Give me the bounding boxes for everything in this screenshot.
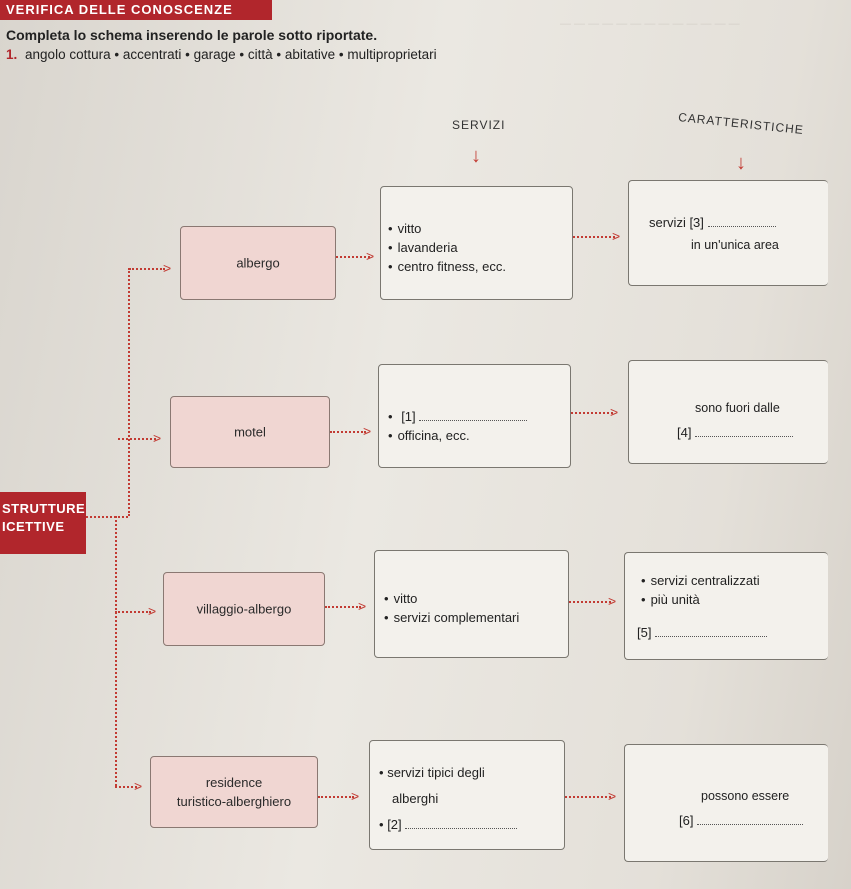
service-text: servizi tipici degli xyxy=(387,765,485,780)
answer-blank xyxy=(695,424,794,437)
answer-blank xyxy=(697,812,804,825)
service-item: vitto xyxy=(388,219,506,238)
feature-item: [4] xyxy=(677,423,794,442)
feature-text: [5] xyxy=(637,625,652,640)
answer-blank xyxy=(419,408,528,421)
services-box-villaggio-albergo: vitto servizi complementari xyxy=(374,550,569,658)
word-bank-line: 1. angolo cottura • accentrati • garage … xyxy=(6,47,437,62)
connector-line xyxy=(118,438,156,440)
type-box-residence: residence turistico-alberghiero xyxy=(150,756,318,828)
connector-line xyxy=(565,796,611,798)
services-list: vitto lavanderia centro fitness, ecc. xyxy=(388,219,506,276)
type-box-motel: motel xyxy=(170,396,330,468)
type-label: villaggio-albergo xyxy=(196,601,292,617)
arrowhead-icon: > xyxy=(608,593,617,609)
connector-line xyxy=(318,796,354,798)
service-item: vitto xyxy=(384,589,519,608)
service-item: lavanderia xyxy=(388,238,506,257)
arrowhead-icon: > xyxy=(148,603,157,619)
feature-item: servizi [3] xyxy=(649,213,776,232)
tree-trunk-line xyxy=(115,516,117,786)
arrowhead-icon: > xyxy=(358,598,367,614)
service-text: [2] xyxy=(387,817,402,832)
connector-line xyxy=(325,606,361,608)
connector-line xyxy=(571,412,613,414)
bullet-icon: • xyxy=(379,817,384,832)
feature-item: sono fuori dalle xyxy=(695,401,780,415)
connector-line xyxy=(569,601,611,603)
connector-line xyxy=(330,431,366,433)
arrowhead-icon: > xyxy=(610,404,619,420)
type-box-albergo: albergo xyxy=(180,226,336,300)
feature-item: in un'unica area xyxy=(691,238,779,252)
services-box-residence: • servizi tipici degli alberghi • [2] xyxy=(369,740,565,850)
service-text: [1] xyxy=(401,409,416,424)
connector-line xyxy=(115,786,137,788)
answer-blank xyxy=(405,816,518,829)
service-item: servizi complementari xyxy=(384,608,520,627)
feature-text: servizi [3] xyxy=(649,215,704,230)
type-label: albergo xyxy=(236,255,280,271)
feature-text: [6] xyxy=(679,813,694,828)
service-item: centro fitness, ecc. xyxy=(388,257,506,276)
down-arrow-icon: ↓ xyxy=(736,152,746,174)
answer-blank xyxy=(707,214,776,227)
connector-line xyxy=(129,268,165,270)
type-label-line2: turistico-alberghiero xyxy=(176,794,292,809)
arrowhead-icon: > xyxy=(366,248,375,264)
feature-item: più unità xyxy=(641,590,760,609)
feature-item: servizi centralizzati xyxy=(641,571,760,590)
feature-item: possono essere xyxy=(701,789,790,803)
arrowhead-icon: > xyxy=(134,778,143,794)
features-box-residence: possono essere [6] xyxy=(624,744,828,862)
service-item: • servizi tipici degli xyxy=(379,763,485,782)
features-list: servizi centralizzati più unità xyxy=(641,571,760,609)
root-label-line2: ICETTIVE xyxy=(2,519,65,534)
down-arrow-icon: ↓ xyxy=(471,145,481,167)
arrowhead-icon: > xyxy=(153,430,162,446)
service-item: officina, ecc. xyxy=(388,426,527,445)
feature-item: [6] xyxy=(679,811,804,830)
features-box-albergo: servizi [3] in un'unica area xyxy=(628,180,828,286)
arrowhead-icon: > xyxy=(608,788,617,804)
instruction-text: Completa lo schema inserendo le parole s… xyxy=(6,27,378,43)
section-header: VERIFICA DELLE CONOSCENZE xyxy=(0,0,272,20)
root-category-label: STRUTTURE ICETTIVE xyxy=(0,492,86,554)
connector-line xyxy=(573,236,615,238)
services-box-albergo: vitto lavanderia centro fitness, ecc. xyxy=(380,186,573,300)
tree-trunk-line xyxy=(128,268,130,516)
connector-line xyxy=(86,516,128,518)
show-through-text: — — — — — — — — — — — — — xyxy=(560,18,740,30)
word-bank: angolo cottura • accentrati • garage • c… xyxy=(25,47,437,62)
root-label-line1: STRUTTURE xyxy=(2,501,86,516)
arrowhead-icon: > xyxy=(163,260,172,276)
connector-line xyxy=(115,611,151,613)
features-box-motel: sono fuori dalle [4] xyxy=(628,360,828,464)
answer-blank xyxy=(655,624,768,637)
bullet-icon: • xyxy=(379,765,384,780)
type-box-villaggio-albergo: villaggio-albergo xyxy=(163,572,325,646)
feature-item: [5] xyxy=(637,623,768,642)
feature-text: [4] xyxy=(677,425,692,440)
exercise-number: 1. xyxy=(6,47,18,62)
service-item-continued: alberghi xyxy=(392,791,439,806)
services-list: vitto servizi complementari xyxy=(384,589,520,627)
arrowhead-icon: > xyxy=(351,788,360,804)
type-label: residence turistico-alberghiero xyxy=(151,773,317,811)
services-box-motel: [1] officina, ecc. xyxy=(378,364,571,468)
column-header-servizi: SERVIZI xyxy=(452,118,506,132)
connector-line xyxy=(336,256,370,258)
arrowhead-icon: > xyxy=(363,423,372,439)
service-item: [1] xyxy=(388,407,528,426)
arrowhead-icon: > xyxy=(612,228,621,244)
type-label: motel xyxy=(234,424,266,440)
services-list: [1] officina, ecc. xyxy=(388,407,528,445)
type-label-line1: residence xyxy=(205,775,263,790)
features-box-villaggio-albergo: servizi centralizzati più unità [5] xyxy=(624,552,828,660)
service-item: • [2] xyxy=(379,815,518,834)
